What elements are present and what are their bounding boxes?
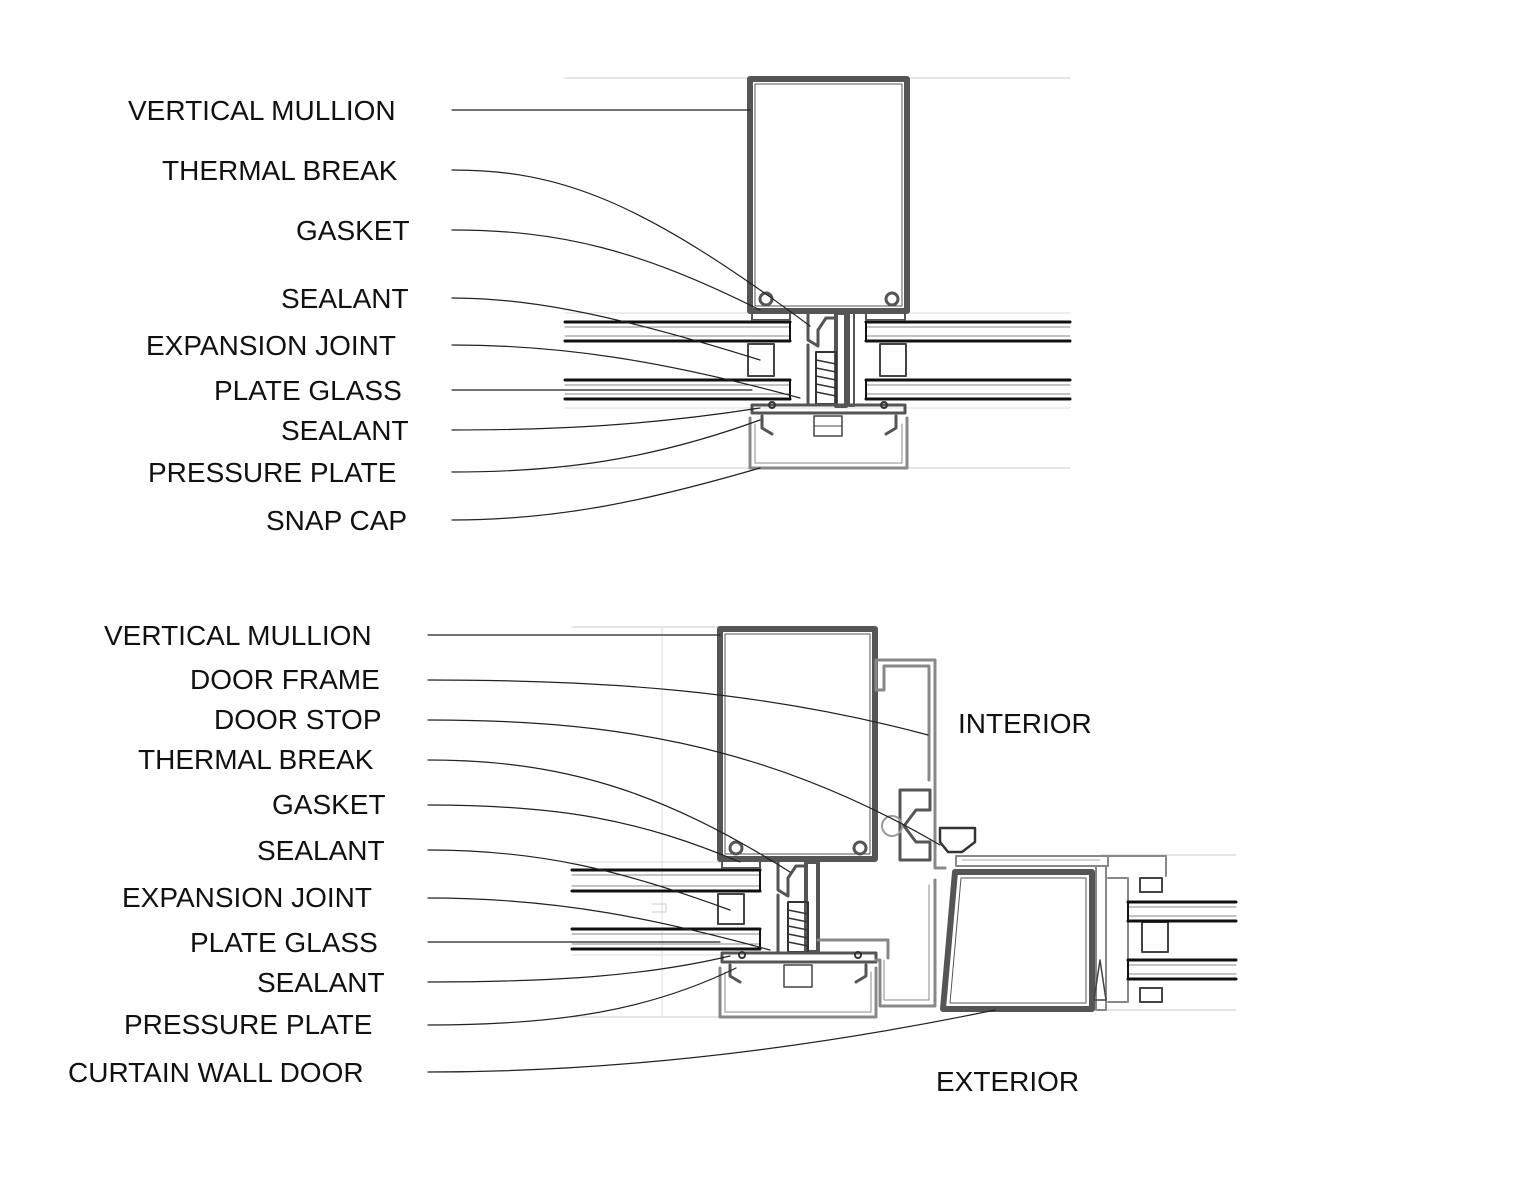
bottom-mullion-tube (717, 626, 878, 862)
top-mullion-tube (747, 76, 910, 314)
top-glass-right (864, 320, 1072, 401)
top-label-vertical-mullion: VERTICAL MULLION (128, 95, 396, 126)
label-interior: INTERIOR (958, 708, 1092, 739)
bottom-label-vertical-mullion: VERTICAL MULLION (104, 620, 372, 651)
bottom-glass-left (570, 859, 762, 951)
bottom-label-plate-glass: PLATE GLASS (190, 927, 378, 958)
bottom-label-pressure-plate: PRESSURE PLATE (124, 1009, 373, 1040)
curtain-wall-door (940, 855, 1169, 1012)
top-label-sealant-1: SEALANT (281, 283, 409, 314)
top-pressure-plate (750, 401, 907, 437)
top-label-snap-cap: SNAP CAP (266, 505, 408, 536)
door-stop (938, 826, 1109, 867)
top-label-sealant-2: SEALANT (281, 415, 409, 446)
bottom-label-door-stop: DOOR STOP (214, 704, 382, 735)
top-label-thermal-break: THERMAL BREAK (162, 155, 398, 186)
bottom-label-sealant-1: SEALANT (257, 835, 385, 866)
bottom-label-expansion-joint: EXPANSION JOINT (122, 882, 372, 913)
top-label-plate-glass: PLATE GLASS (214, 375, 402, 406)
bottom-label-gasket: GASKET (272, 789, 386, 820)
door-frame (874, 658, 947, 1008)
bottom-leaders (427, 634, 996, 1073)
bottom-label-thermal-break: THERMAL BREAK (138, 744, 374, 775)
top-mullion-stem (806, 311, 855, 408)
bottom-glass-right (1126, 900, 1238, 981)
top-label-expansion-joint: EXPANSION JOINT (146, 330, 396, 361)
bottom-pressure-plate (720, 951, 878, 988)
label-exterior: EXTERIOR (936, 1066, 1080, 1097)
top-snap-cap (748, 416, 909, 470)
bottom-mullion-stem (776, 860, 890, 960)
top-detail (451, 76, 1072, 521)
top-glass-left (563, 320, 792, 401)
bottom-label-curtain-wall-door: CURTAIN WALL DOOR (68, 1057, 364, 1088)
top-leaders (451, 109, 811, 521)
bottom-label-sealant-2: SEALANT (257, 967, 385, 998)
bottom-label-door-frame: DOOR FRAME (190, 664, 380, 695)
top-label-pressure-plate: PRESSURE PLATE (148, 457, 397, 488)
bottom-detail (427, 626, 1238, 1073)
top-label-gasket: GASKET (296, 215, 410, 246)
